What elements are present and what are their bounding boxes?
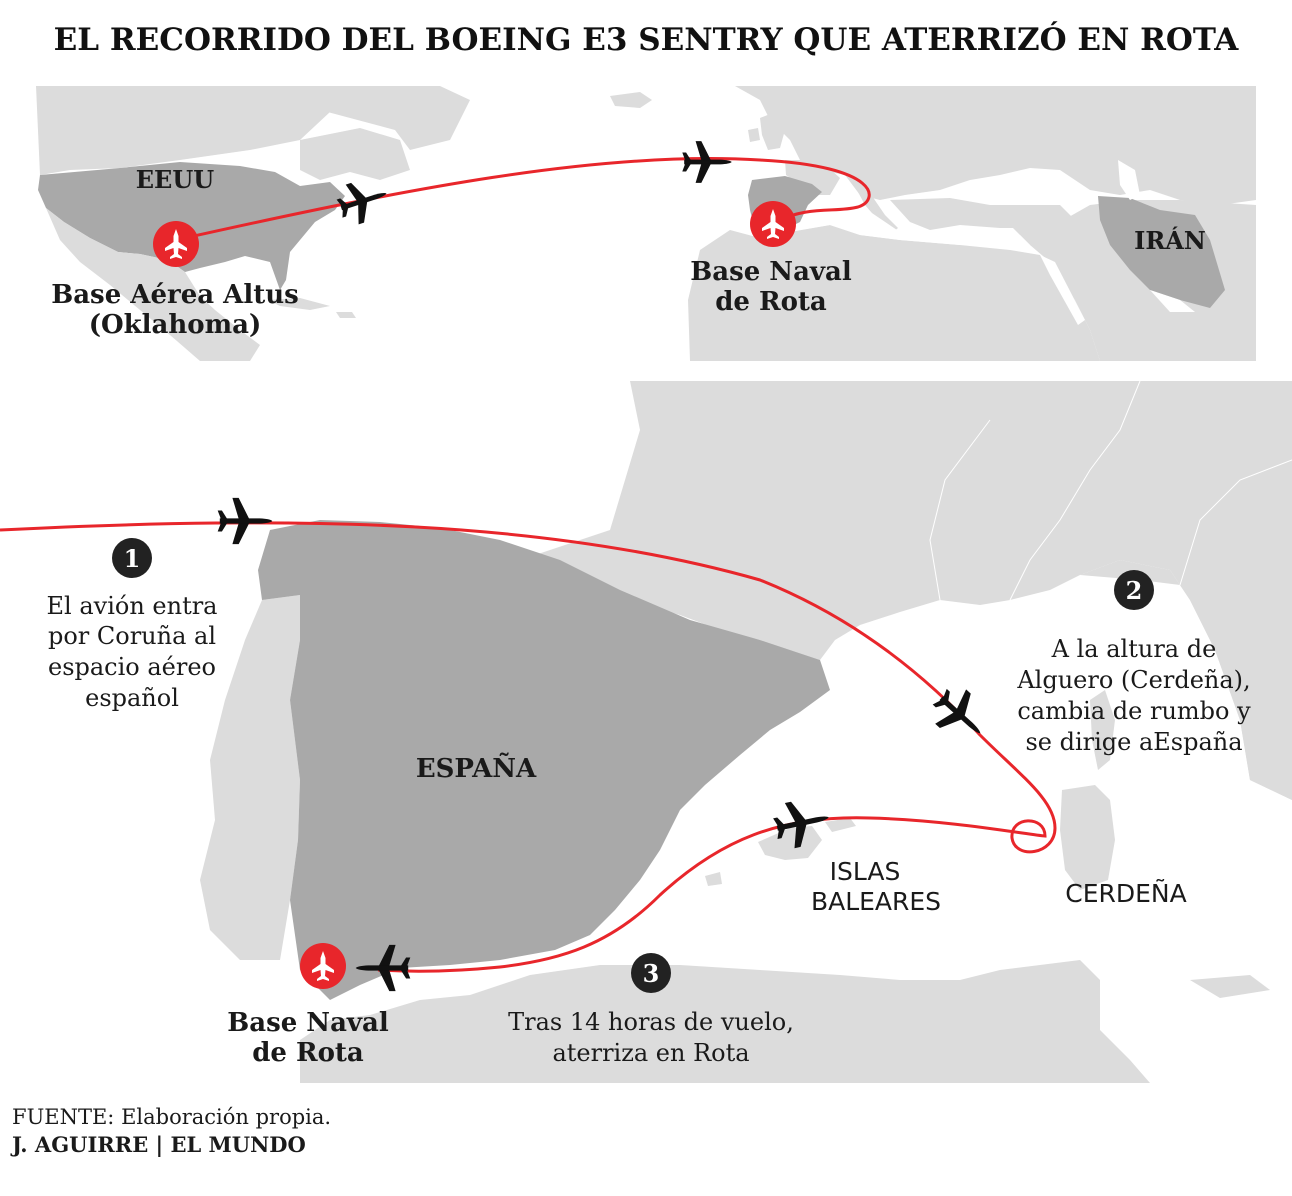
destination-label: de Rota <box>252 1038 364 1068</box>
country-label-spain: ESPAÑA <box>416 752 537 784</box>
step-text: A la altura de <box>1051 635 1217 663</box>
route-line-world <box>175 156 871 242</box>
page-title: EL RECORRIDO DEL BOEING E3 SENTRY QUE AT… <box>53 22 1239 58</box>
step-text: español <box>85 684 179 712</box>
destination-label: Base Naval <box>690 257 852 287</box>
step-text: por Coruña al <box>48 622 216 650</box>
destination-label: Base Naval <box>227 1008 389 1038</box>
country-label-iran: IRÁN <box>1134 226 1206 255</box>
step-text: se dirige aEspaña <box>1025 728 1242 756</box>
jet-marker-icon <box>153 221 199 267</box>
step-text: El avión entra <box>47 592 218 620</box>
spain-shape <box>258 520 830 1000</box>
islands-label: ISLAS <box>830 857 901 886</box>
step-number: 2 <box>1126 576 1143 605</box>
step-badge <box>631 953 671 993</box>
step-badge <box>1114 570 1154 610</box>
jet-marker-icon <box>300 943 346 989</box>
source-line: FUENTE: Elaboración propia. <box>12 1103 331 1131</box>
step-number: 1 <box>124 544 141 573</box>
step-text: espacio aéreo <box>48 653 216 681</box>
country-label-usa: EEUU <box>136 165 215 194</box>
source-label: FUENTE: <box>12 1105 115 1129</box>
route-line-detail <box>0 521 1057 973</box>
islands-label: BALEARES <box>811 887 941 916</box>
credit-line: J. AGUIRRE | EL MUNDO <box>12 1132 306 1157</box>
iran-shape <box>1098 196 1225 308</box>
step-text: aterriza en Rota <box>552 1039 749 1067</box>
origin-label: Base Aérea Altus <box>51 280 299 310</box>
usa-shape <box>38 162 345 290</box>
step-text: Tras 14 horas de vuelo, <box>508 1008 794 1036</box>
step-text: cambia de rumbo y <box>1017 697 1251 725</box>
footer: FUENTE: Elaboración propia. J. AGUIRRE |… <box>12 1103 331 1159</box>
source-text: Elaboración propia. <box>114 1105 332 1129</box>
step-number: 3 <box>643 959 660 988</box>
jet-marker-icon <box>750 201 796 247</box>
sardinia-label: CERDEÑA <box>1065 878 1186 908</box>
step-text: Alguero (Cerdeña), <box>1016 666 1250 694</box>
step-badge <box>112 538 152 578</box>
origin-label: (Oklahoma) <box>89 310 262 340</box>
destination-label: de Rota <box>715 287 827 317</box>
